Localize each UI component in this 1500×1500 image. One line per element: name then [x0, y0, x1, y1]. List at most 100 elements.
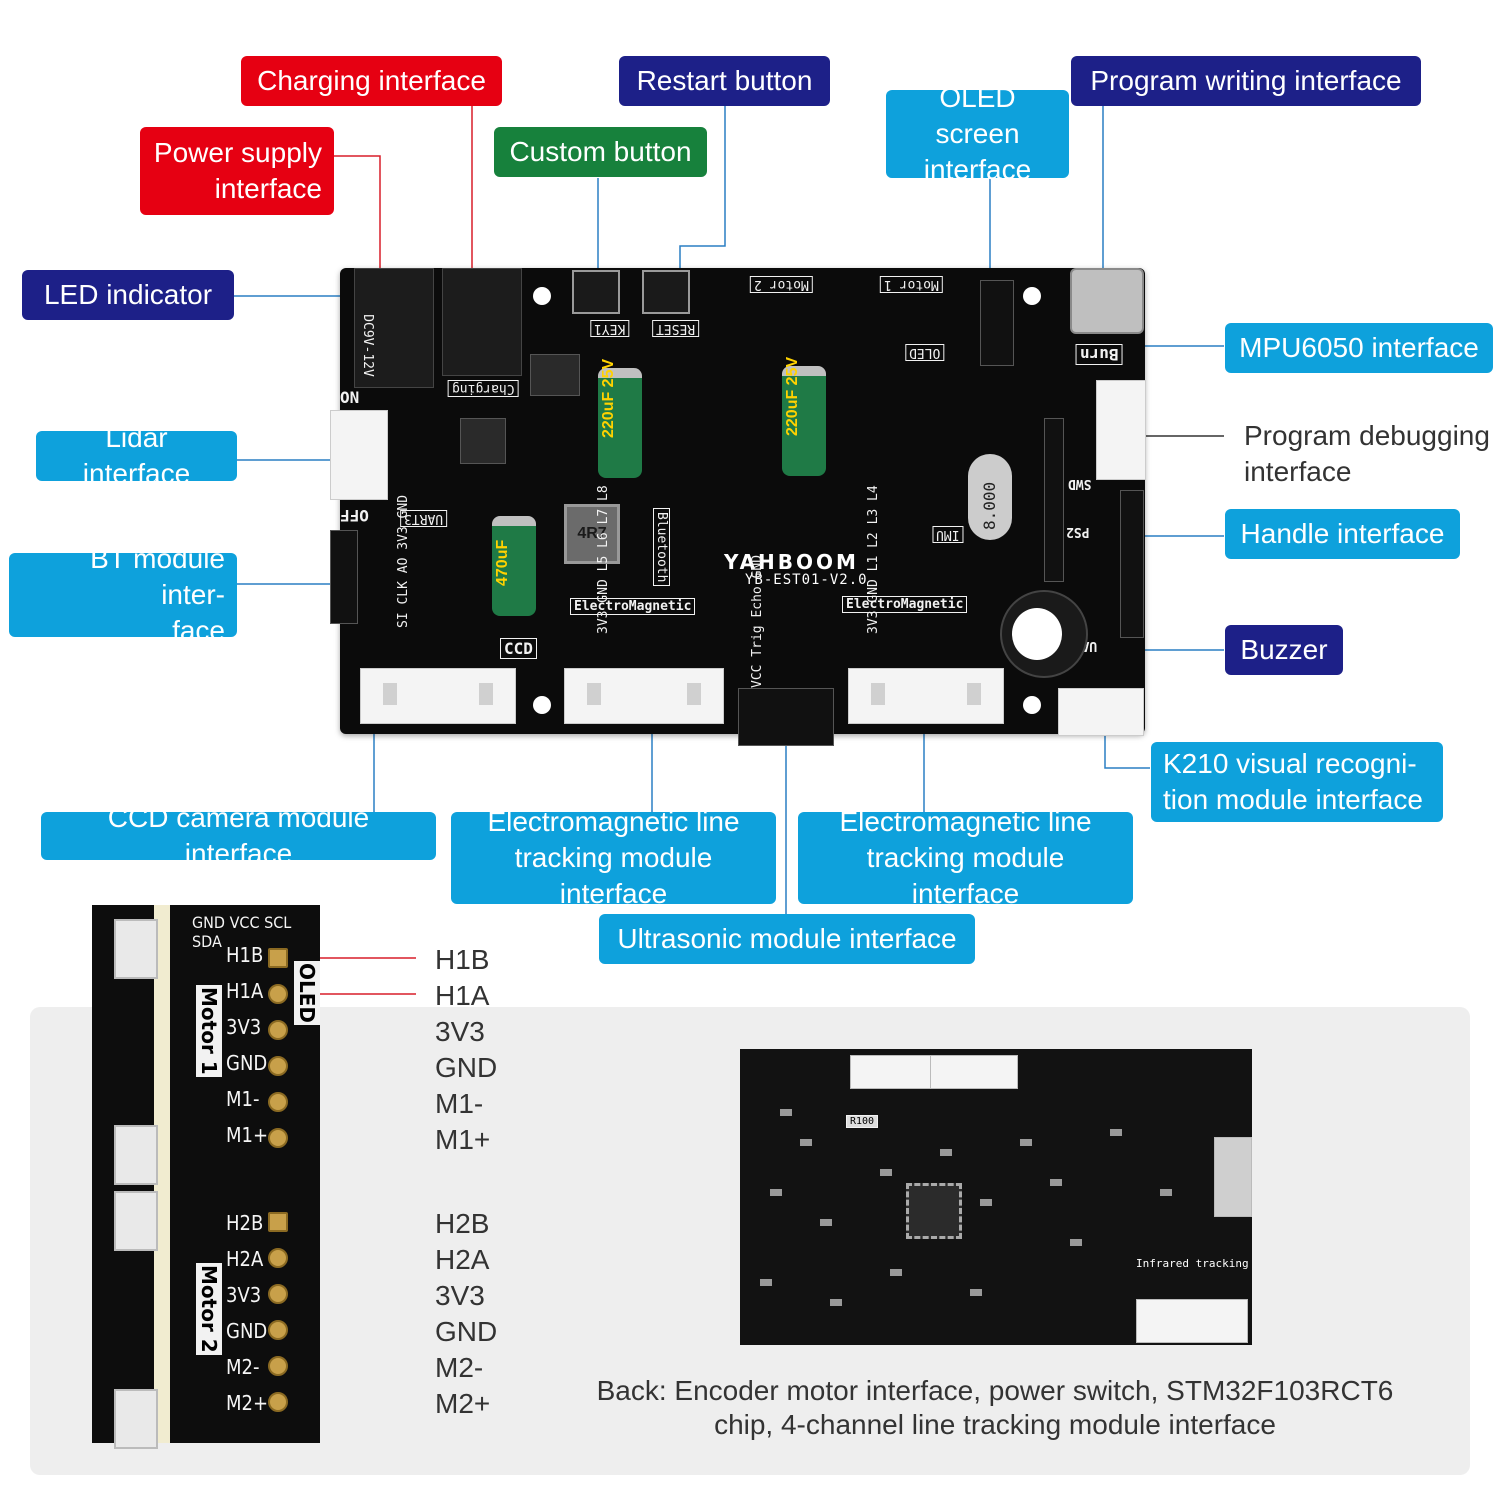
- strip-pin-label: H1A: [226, 979, 264, 1003]
- charging-jack: [442, 268, 522, 376]
- solder-pad: [268, 984, 288, 1004]
- label-lidar-interface: Lidar interface: [36, 422, 237, 489]
- oled-header: [980, 280, 1014, 366]
- mount-hole: [533, 287, 551, 305]
- pin-name-gnd: GND: [435, 1052, 498, 1083]
- capacitor-470uf: 470uF: [492, 516, 536, 616]
- label-oled-screen-interface: OLED screen interface: [886, 82, 1069, 185]
- solder-pad: [268, 1392, 288, 1412]
- power-switch[interactable]: [1214, 1137, 1252, 1217]
- solder-pad: [268, 1248, 288, 1268]
- strip-pin-label: M1+: [226, 1123, 269, 1147]
- inductor-4r7: 4R7: [564, 504, 620, 564]
- label-charging-interface: Charging interface: [241, 56, 502, 106]
- ccd-connector: [360, 668, 516, 724]
- label-em-tracking-interface-1: Electromagnetic line tracking module int…: [451, 806, 776, 909]
- silk-imu: IMU: [932, 526, 964, 543]
- solder-pad: [268, 1128, 288, 1148]
- silk-off: OFF: [340, 506, 369, 525]
- label-restart-button: Restart button: [619, 56, 830, 106]
- leader-power-supply: [334, 155, 381, 272]
- label-mpu6050-interface: MPU6050 interface: [1225, 323, 1493, 373]
- board-model: YB-EST01-V2.0: [745, 572, 868, 588]
- strip-pin-label: H1B: [226, 943, 264, 967]
- capacitor-220uf-left: 220uF 25V: [598, 359, 642, 478]
- strip-pin-label: 3V3: [226, 1015, 262, 1039]
- pin-name-h2b: H2B: [435, 1208, 490, 1239]
- imu-header: [1044, 418, 1064, 582]
- silk-infrared-tracking: Infrared tracking: [1136, 1257, 1249, 1270]
- bt-header: [330, 530, 358, 624]
- strip-pin-label: 3V3: [226, 1283, 262, 1307]
- silk-reset: RESET: [652, 320, 700, 337]
- pin-name-m2-plus: M2+: [435, 1388, 491, 1419]
- regulator-chip: [530, 354, 580, 396]
- mount-hole: [1023, 287, 1041, 305]
- silk-r100: R100: [846, 1115, 879, 1128]
- label-ultrasonic-interface: Ultrasonic module interface: [599, 914, 975, 964]
- silk-em2-pins: 3V3 GND L1 L2 L3 L4: [866, 485, 881, 634]
- strip-pin-label: M2-: [226, 1355, 260, 1379]
- stm32-chip: [906, 1183, 962, 1239]
- strip-pin-label: H2A: [226, 1247, 264, 1271]
- solder-pad: [268, 1284, 288, 1304]
- restart-button[interactable]: [642, 270, 690, 314]
- strip-motor2-tag: Motor 2: [196, 1263, 222, 1355]
- silk-burn: Burn: [1076, 344, 1123, 365]
- main-board-photo: DC9V-12V ON Charging KEY1 RESET Motor 2 …: [330, 268, 1146, 746]
- power-jack: [354, 268, 434, 388]
- strip-pin-label: M1-: [226, 1087, 260, 1111]
- pin-name-gnd-2: GND: [435, 1316, 498, 1347]
- em-connector-1: [564, 668, 724, 724]
- solder-pad: [268, 1020, 288, 1040]
- silk-oled: OLED: [905, 344, 945, 361]
- silk-ps2: PS2: [1066, 524, 1090, 539]
- silk-dc-voltage: DC9V-12V: [359, 314, 375, 377]
- silk-on: ON: [340, 388, 360, 407]
- silk-bluetooth: Bluetooth: [653, 508, 670, 587]
- em-connector-2: [848, 668, 1004, 724]
- strip-oled-tag: OLED: [294, 961, 320, 1026]
- silk-ccd: CCD: [500, 638, 537, 659]
- solder-pad: [268, 1320, 288, 1340]
- capacitor-220uf-mid: 220uF 25V: [782, 357, 826, 476]
- label-bt-module-interface: BT module inter- face: [9, 543, 237, 646]
- strip-pin-label: M2+: [226, 1391, 269, 1415]
- pin-name-h2a: H2A: [435, 1244, 490, 1275]
- ultrasonic-header: [738, 688, 834, 746]
- silk-em1-pins: 3V3 GND L5 L6 L7 L8: [596, 485, 611, 634]
- pin-name-m1-minus: M1-: [435, 1088, 484, 1119]
- solder-pad: [268, 1212, 288, 1232]
- lidar-connector: [330, 410, 388, 500]
- silk-ccd-pins: SI CLK AO 3V3 GND: [396, 494, 411, 628]
- strip-pin-label: GND: [226, 1319, 268, 1343]
- crystal-8mhz: [968, 454, 1012, 540]
- brand-logo: YAHBOOM: [724, 550, 859, 574]
- silk-motor1: Motor 1: [880, 276, 943, 293]
- tracking-connector: [1136, 1299, 1248, 1343]
- pin-name-m2-minus: M2-: [435, 1352, 484, 1383]
- mount-hole: [533, 696, 551, 714]
- silk-crystal: 8.000: [980, 481, 999, 530]
- strip-header-text: GND VCC SCL SDA: [192, 913, 292, 951]
- back-board-photo: Infrared tracking R100: [740, 1049, 1252, 1345]
- solder-pad: [268, 1056, 288, 1076]
- label-k210-interface: K210 visual recogni- tion module interfa…: [1151, 742, 1443, 822]
- pin-name-3v3: 3V3: [435, 1016, 485, 1047]
- silk-motor2: Motor 2: [750, 276, 813, 293]
- debug-connector: [1096, 380, 1146, 480]
- silk-swd: SWD: [1068, 476, 1092, 491]
- silk-electromagnetic-2: ElectroMagnetic: [842, 596, 968, 613]
- custom-button-key1[interactable]: [572, 270, 620, 314]
- label-program-writing-interface: Program writing interface: [1071, 56, 1421, 106]
- handle-header: [1120, 490, 1144, 638]
- label-power-supply-interface: Power supply interface: [140, 127, 334, 215]
- back-caption: Back: Encoder motor interface, power swi…: [596, 1375, 1394, 1440]
- usb-c-port: [1070, 268, 1144, 334]
- leader-k210: [1104, 733, 1150, 769]
- label-em-tracking-interface-2: Electromagnetic line tracking module int…: [798, 806, 1133, 909]
- top-connector: [930, 1055, 1018, 1089]
- regulator-chip-2: [460, 418, 506, 464]
- pin-name-m1-plus: M1+: [435, 1124, 491, 1155]
- silk-ultrasonic-pins: VCC Trig Echo GND: [750, 554, 765, 688]
